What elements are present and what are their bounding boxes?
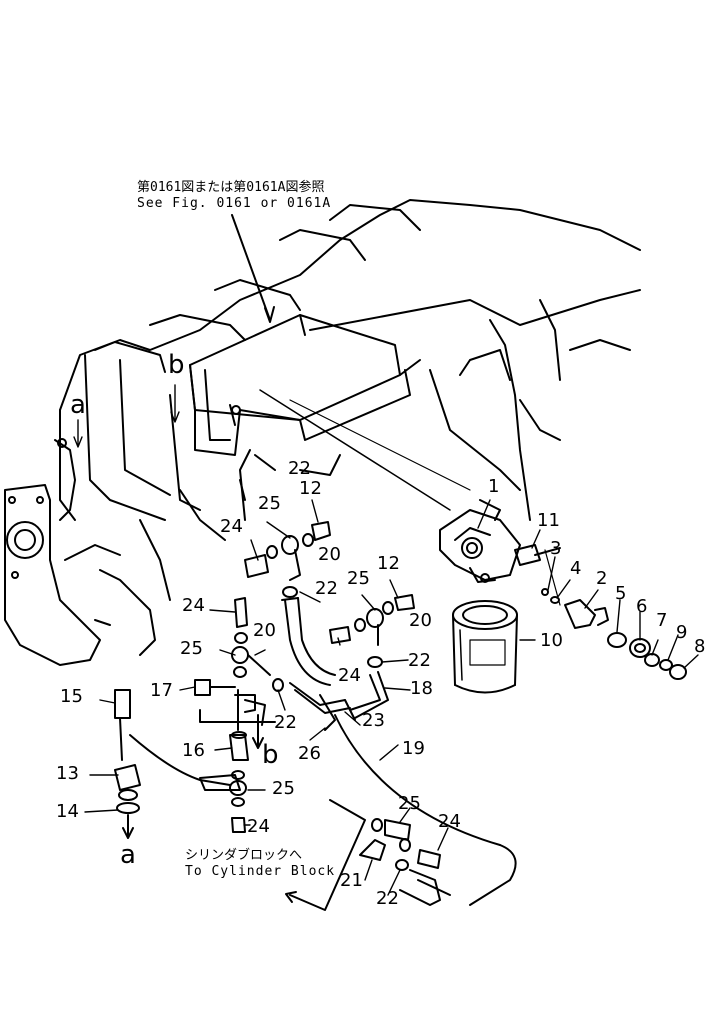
ref-arrowhead — [264, 306, 275, 323]
callout-22d: 22 — [376, 888, 399, 909]
figure-reference-en: See Fig. 0161 or 0161A — [137, 196, 332, 211]
callout-22b: 22 — [408, 650, 431, 671]
callout-24d: 24 — [247, 816, 270, 837]
cylinder-note-en: To Cylinder Block — [185, 864, 336, 879]
callout-14: 14 — [56, 801, 79, 822]
intake-duct — [189, 314, 421, 456]
view-marker-a-upper: a — [70, 390, 86, 420]
fuel-filter — [452, 600, 518, 694]
callout-2: 2 — [596, 568, 608, 589]
callout-3: 3 — [550, 538, 562, 559]
sensor-assembly — [514, 544, 687, 680]
cylinder-note-jp: シリンダブロックへ — [185, 848, 303, 863]
callout-25b: 25 — [347, 568, 370, 589]
callout-22c: 22 — [274, 712, 297, 733]
callout-12b: 12 — [377, 553, 400, 574]
banjo-lower-right — [359, 818, 441, 871]
callout-7: 7 — [656, 610, 668, 631]
callout-12: 12 — [299, 478, 322, 499]
callout-26: 26 — [298, 743, 321, 764]
callout-1: 1 — [488, 476, 500, 497]
callout-23: 23 — [362, 710, 385, 731]
callout-25a: 25 — [258, 493, 281, 514]
callout-24e: 24 — [438, 811, 461, 832]
callout-20c: 20 — [253, 620, 276, 641]
ref-leader — [231, 214, 271, 321]
callout-leaders — [73, 384, 699, 896]
callout-11: 11 — [537, 510, 560, 531]
callout-19: 19 — [402, 738, 425, 759]
timing-case — [4, 438, 156, 666]
hoses — [129, 597, 517, 906]
callout-25c: 25 — [180, 638, 203, 659]
callout-22a: 22 — [315, 578, 338, 599]
callout-9: 9 — [676, 622, 688, 643]
callout-20a: 20 — [318, 544, 341, 565]
callout-16: 16 — [182, 740, 205, 761]
filter-head — [439, 499, 521, 583]
callout-25e: 25 — [398, 793, 421, 814]
cyl-arrowhead — [285, 891, 297, 903]
callout-8: 8 — [694, 636, 706, 657]
callout-15: 15 — [60, 686, 83, 707]
callout-6: 6 — [636, 596, 648, 617]
view-marker-b-upper: b — [168, 350, 185, 380]
callout-20b: 20 — [409, 610, 432, 631]
callout-4: 4 — [570, 558, 582, 579]
callout-24c: 24 — [338, 665, 361, 686]
engine-block — [59, 199, 641, 601]
banjo-upper-left — [244, 521, 331, 598]
cyl-leader — [289, 799, 366, 911]
banjo-right — [329, 594, 415, 668]
callout-24b: 24 — [182, 595, 205, 616]
callout-17: 17 — [150, 680, 173, 701]
callout-21: 21 — [340, 870, 363, 891]
view-marker-a-lower: a — [120, 840, 136, 870]
figure-reference-jp: 第0161図または第0161A図参照 — [137, 180, 325, 195]
callout-24a: 24 — [220, 516, 243, 537]
callout-18: 18 — [410, 678, 433, 699]
callout-5: 5 — [615, 583, 627, 604]
callout-13: 13 — [56, 763, 79, 784]
banjo-lower — [229, 770, 247, 833]
view-marker-b-lower: b — [262, 740, 279, 770]
callout-25d: 25 — [272, 778, 295, 799]
callout-22e: 22 — [288, 458, 311, 479]
callout-10: 10 — [540, 630, 563, 651]
left-fitting — [114, 689, 141, 839]
